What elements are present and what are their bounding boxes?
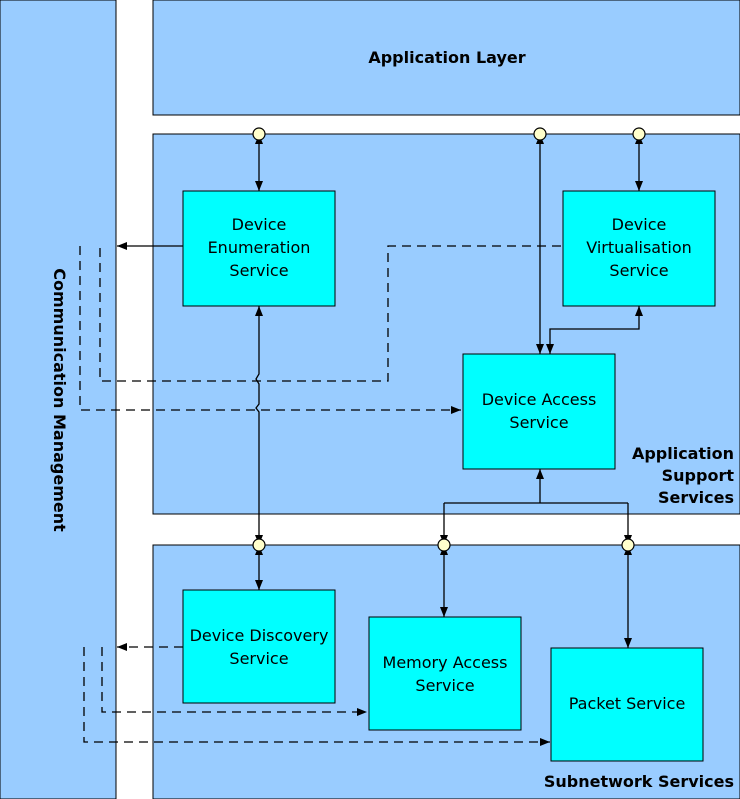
dashed-connections [79, 245, 561, 746]
virtualisation-line2: Virtualisation [586, 238, 692, 257]
device-discovery-box[interactable]: Device Discovery Service [182, 589, 336, 704]
port-virtualisation [632, 127, 646, 141]
device-virtualisation-box[interactable]: Device Virtualisation Service [562, 190, 716, 307]
discovery-line2: Service [229, 649, 288, 668]
memory-line1: Memory Access [383, 653, 508, 672]
device-access-box[interactable]: Device Access Service [462, 353, 616, 470]
discovery-line1: Device Discovery [190, 626, 329, 645]
access-line1: Device Access [482, 390, 597, 409]
dashed-packet-link [83, 647, 550, 746]
enumeration-line2: Enumeration [208, 238, 311, 257]
solid-connections [117, 134, 643, 648]
app-support-label-line2: Support [662, 466, 735, 485]
port-access [533, 127, 547, 141]
app-support-label-line3: Services [658, 488, 734, 507]
enumeration-line1: Device [232, 215, 287, 234]
port-memory [437, 538, 451, 552]
port-packet [621, 538, 635, 552]
memory-line2: Service [415, 676, 474, 695]
communication-management-band [0, 0, 117, 799]
port-discovery [252, 538, 266, 552]
memory-access-box[interactable]: Memory Access Service [368, 616, 522, 731]
dashed-virt-to-comm [99, 245, 561, 382]
application-layer-band [152, 0, 740, 116]
packet-service-box[interactable]: Packet Service [550, 647, 704, 762]
access-line2: Service [509, 413, 568, 432]
comm-mgmt-label: Communication Management [50, 268, 69, 532]
enum-to-discovery-line [255, 306, 263, 545]
virt-to-access-connector [546, 306, 643, 354]
packet-line1: Packet Service [569, 694, 686, 713]
virtualisation-line3: Service [609, 261, 668, 280]
ports [252, 127, 646, 552]
port-enumeration [252, 127, 266, 141]
application-layer-label: Application Layer [368, 48, 525, 67]
dashed-memory-link [101, 647, 367, 716]
app-support-label-line1: Application [632, 444, 734, 463]
virtualisation-line1: Device [612, 215, 667, 234]
enumeration-line3: Service [229, 261, 288, 280]
subnetwork-services-label: Subnetwork Services [544, 772, 734, 791]
device-enumeration-box[interactable]: Device Enumeration Service [182, 190, 336, 307]
